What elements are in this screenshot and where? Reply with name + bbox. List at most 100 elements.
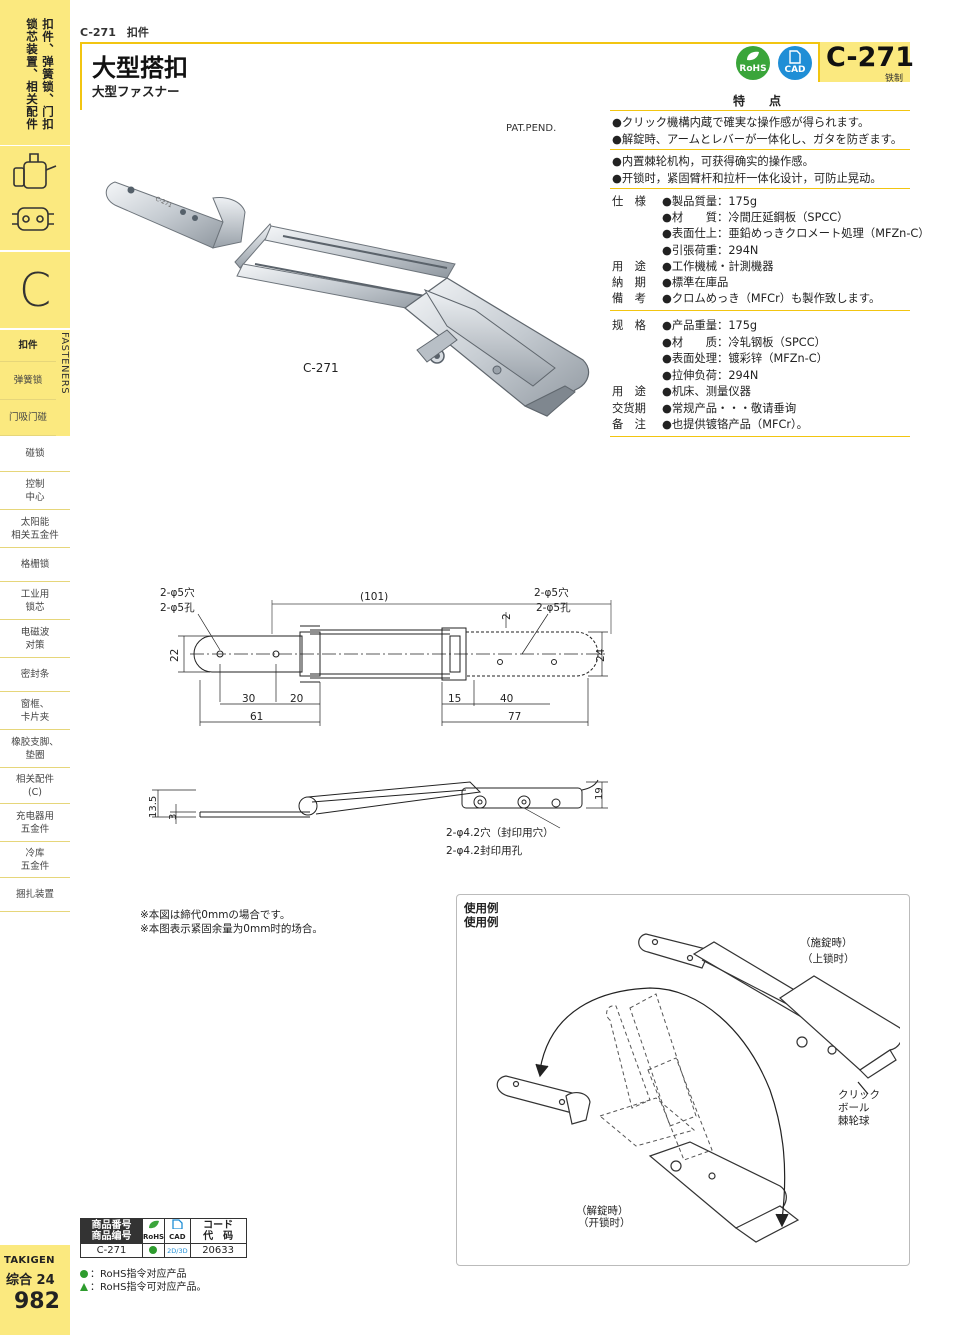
spec-jp-label-6: 納 期 [612, 276, 646, 289]
sidebar-icons [0, 145, 70, 250]
table-cell-cad[interactable]: 2D/3D [164, 1243, 191, 1258]
rohs-dot-icon [80, 1270, 88, 1278]
feature-cn-1: ●内置棘轮机构，可获得确实的操作感。 [612, 155, 814, 168]
note-cn: ※本图表示紧固余量为0mm时的场合。 [140, 923, 323, 935]
leaf-icon [747, 51, 759, 61]
click-ball-cn: 棘轮球 [838, 1114, 870, 1127]
catalog-label: 综合 24 [6, 1273, 55, 1288]
nav-fasteners[interactable]: 扣件 [0, 330, 56, 362]
usage-illustration: （施錠時） （上锁时） （解錠時） （开锁时） クリック ボール 棘轮球 [496, 933, 900, 1243]
spec-cn-value-7: ●也提供镀铬产品（MFCr）。 [662, 418, 808, 431]
spec-cn-value-5: ●机床、测量仪器 [662, 385, 751, 398]
dim-hole-right-jp: 2-φ5穴 [534, 586, 569, 599]
nav-charger-hardware[interactable]: 充电器用 五金件 [0, 804, 70, 842]
latch-product-icon [12, 153, 57, 231]
nav-grille-lock[interactable]: 格栅锁 [0, 548, 70, 582]
click-ball-jp-2: ボール [838, 1102, 870, 1114]
table-header-number: コード 代 码 [189, 1218, 247, 1244]
product-code-box [818, 42, 910, 82]
cad-badge[interactable]: CAD [778, 46, 812, 80]
top-view-drawing: 2-φ5穴 2-φ5孔 2-φ5穴 2-φ5孔 (101) 2 22 24 30… [160, 586, 612, 726]
table-cell-number: 20633 [189, 1243, 247, 1258]
nav-control-center[interactable]: 控制 中心 [0, 472, 70, 510]
sidebar-category-line-2: 锁芯装置、相关配件 [25, 18, 39, 131]
dim-61: 61 [250, 711, 263, 723]
unlocked-label-cn: （开锁时） [578, 1216, 631, 1229]
page-title: 大型搭扣 [92, 54, 188, 82]
nav-door-catch[interactable]: 门吸门碰 [0, 400, 56, 436]
spec-cn-label-6: 交货期 [612, 402, 646, 415]
sidebar-category-block: 扣件、弹簧锁、门扣 锁芯装置、相关配件 [0, 0, 70, 145]
product-table: 商品番号 商品编号 RoHS CAD コード 代 码 C-271 2D/3D 2… [80, 1218, 247, 1258]
dim-101: (101) [360, 591, 388, 603]
seal-hole-cn: 2-φ4.2封印用孔 [446, 844, 523, 857]
spec-jp-label-5: 用 途 [612, 260, 646, 273]
leaf-icon [148, 1220, 159, 1229]
fasteners-label: FASTENERS [59, 332, 70, 395]
dim-hole-right-cn: 2-φ5孔 [536, 601, 571, 614]
material-label: 铁制 [885, 74, 904, 84]
rohs-dot-icon [148, 1246, 157, 1254]
spec-cn-value-4: ●拉伸负荷：294N [662, 369, 759, 382]
sidebar-footer: TAKIGEN 综合 24 982 [0, 1245, 70, 1335]
legend: ：RoHS指令对应产品 ：RoHS指令可对应产品。 [80, 1268, 206, 1294]
spec-jp-value-6: ●標準在庫品 [662, 276, 729, 289]
document-icon [172, 1219, 183, 1230]
usage-example-panel [456, 894, 910, 1266]
nav-emi-countermeasure[interactable]: 电磁波 对策 [0, 620, 70, 658]
spec-cn-label-1: 规 格 [612, 319, 646, 332]
spec-jp-label-7: 備 考 [612, 292, 646, 305]
nav-rubber-feet[interactable]: 橡胶支脚、 垫圈 [0, 730, 70, 768]
spec-jp-label-1: 仕 様 [612, 195, 646, 208]
table-cell-rohs [141, 1243, 166, 1258]
spec-cn-label-5: 用 途 [612, 385, 646, 398]
nav-cold-storage[interactable]: 冷库 五金件 [0, 842, 70, 878]
page-subtitle: 大型ファスナー [92, 84, 180, 99]
spec-jp-value-3: ●表面仕上：亜鉛めっきクロメート処理（MFZn-C） [662, 227, 930, 240]
photo-caption: C-271 [303, 361, 339, 375]
spec-jp-value-1: ●製品質量：175g [662, 195, 758, 208]
nav-touch-lock[interactable]: 碰锁 [0, 436, 70, 472]
cad-badge-label: CAD [784, 65, 806, 75]
feature-cn-2: ●开锁时，紧固臂杆和拉杆一体化设计，可防止晃动。 [612, 172, 882, 185]
nav-related-parts[interactable]: 相关配件 (C) [0, 768, 70, 804]
nav-binding-device[interactable]: 捆扎装置 [0, 878, 70, 912]
legend-item-rohs-capable: ：RoHS指令可对应产品。 [80, 1281, 206, 1294]
dim-77: 77 [508, 711, 521, 723]
spec-cn-value-3: ●表面处理：镀彩锌（MFZn-C） [662, 352, 828, 365]
dim-30: 30 [242, 693, 255, 705]
product-code: C-271 [826, 42, 915, 73]
click-ball-jp-1: クリック [838, 1089, 880, 1101]
spec-jp-value-2: ●材 質：冷間圧延鋼板（SPCC） [662, 211, 849, 224]
nav-solar-hardware[interactable]: 太阳能 相关五金件 [0, 510, 70, 548]
dim-hole-left-cn: 2-φ5孔 [160, 601, 195, 614]
rohs-triangle-icon [80, 1283, 88, 1291]
breadcrumb: C-271 扣件 [80, 26, 149, 39]
locked-label-jp: （施錠時） [800, 936, 853, 949]
dim-19: 19 [594, 787, 605, 800]
nav-industrial-cylinder[interactable]: 工业用 锁芯 [0, 582, 70, 620]
nav-window-frame[interactable]: 窗框、 卡片夹 [0, 692, 70, 730]
seal-hole-jp: 2-φ4.2穴（封印用穴） [446, 826, 554, 839]
side-view-drawing: 13.5 3 19 2-φ4.2穴（封印用穴） 2-φ4.2封印用孔 [148, 779, 608, 857]
fasteners-tab: FASTENERS [56, 330, 70, 436]
dim-hole-left-jp: 2-φ5穴 [160, 586, 195, 599]
table-header-rohs: RoHS [141, 1218, 166, 1244]
drawing-notes: ※本図は締代0mmの場合です。 ※本图表示紧固余量为0mm时的场合。 [140, 908, 323, 936]
table-header-code: 商品番号 商品编号 [80, 1218, 143, 1244]
divider [610, 436, 910, 437]
divider [610, 149, 910, 150]
table-cell-code: C-271 [80, 1243, 143, 1258]
sidebar: 扣件、弹簧锁、门扣 锁芯装置、相关配件 C FASTENERS 扣件 弹簧锁 门… [0, 0, 70, 1335]
dim-20: 20 [290, 693, 303, 705]
nav-spring-lock[interactable]: 弹簧锁 [0, 362, 56, 400]
page-number: 982 [14, 1289, 60, 1314]
document-icon [789, 50, 801, 64]
rohs-badge: RoHS [736, 46, 770, 80]
legend-item-rohs: ：RoHS指令对应产品 [80, 1268, 206, 1281]
feature-jp-2: ●解錠時、アームとレバーが一体化し、ガタを防ぎます。 [612, 133, 903, 146]
nav-seal-strip[interactable]: 密封条 [0, 658, 70, 692]
locked-label-cn: （上锁时） [802, 952, 855, 965]
dim-2: 2 [501, 613, 513, 620]
product-photo: C-271 [105, 181, 590, 417]
